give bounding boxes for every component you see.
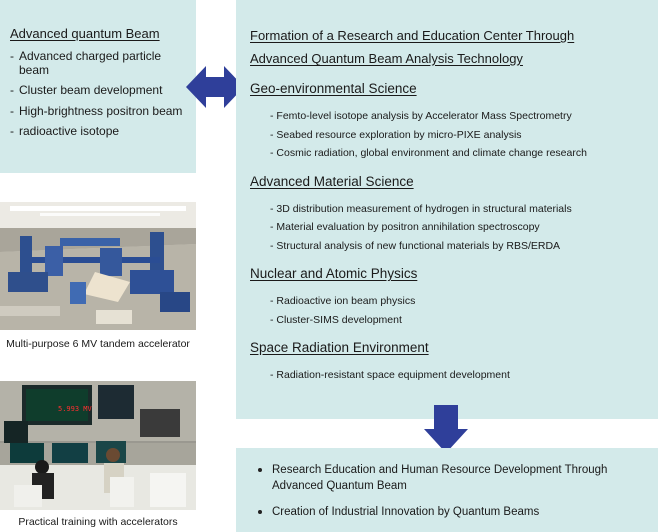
beam-item: High-brightness positron beam [10,104,188,119]
double-arrow-icon [186,66,244,108]
section-item: Cluster-SIMS development [270,311,648,330]
accelerator-hall-photo [0,202,196,330]
control-room-photo: 5.993 MV [0,381,196,510]
monitor-readout: 5.993 MV [58,405,93,413]
section-nuclear-atomic: Nuclear and Atomic Physics Radioactive i… [250,265,648,329]
section-item: Structural analysis of new functional ma… [270,237,648,256]
section-list: Radiation-resistant space equipment deve… [250,366,648,385]
section-item: 3D distribution measurement of hydrogen … [270,200,648,219]
research-panel: Formation of a Research and Education Ce… [236,0,658,419]
outcome-item: Creation of Industrial Innovation by Qua… [258,504,648,520]
section-title: Space Radiation Environment [250,340,429,355]
section-item: Femto-level isotope analysis by Accelera… [270,107,648,126]
section-item: Material evaluation by positron annihila… [270,218,648,237]
down-arrow-icon [424,405,468,453]
outcome-list: Research Education and Human Resource De… [258,462,648,520]
section-advanced-material: Advanced Material Science 3D distributio… [250,173,648,256]
beam-item: Cluster beam development [10,83,188,98]
control-room-caption: Practical training with accelerators [18,516,178,528]
section-list: Radioactive ion beam physics Cluster-SIM… [250,292,648,329]
beam-panel-title: Advanced quantum Beam [10,26,160,41]
section-item: Seabed resource exploration by micro-PIX… [270,126,648,145]
beam-panel: Advanced quantum Beam Advanced charged p… [0,0,196,173]
outcome-item: Research Education and Human Resource De… [258,462,648,494]
section-geo-environmental: Geo-environmental Science Femto-level is… [250,80,648,163]
section-list: 3D distribution measurement of hydrogen … [250,200,648,256]
outcome-panel: Research Education and Human Resource De… [236,448,658,532]
research-title-line1: Formation of a Research and Education Ce… [250,28,575,43]
accelerator-caption: Multi-purpose 6 MV tandem accelerator [6,338,190,350]
beam-list: Advanced charged particle beam Cluster b… [10,49,188,139]
section-item: Cosmic radiation, global environment and… [270,144,648,163]
research-title-line2: Advanced Quantum Beam Analysis Technolog… [250,51,523,66]
section-item: Radioactive ion beam physics [270,292,648,311]
section-space-radiation: Space Radiation Environment Radiation-re… [250,339,648,385]
section-title: Advanced Material Science [250,173,414,189]
section-item: Radiation-resistant space equipment deve… [270,366,648,385]
beam-item: radioactive isotope [10,124,188,139]
section-title: Nuclear and Atomic Physics [250,266,418,281]
section-title: Geo-environmental Science [250,81,417,96]
beam-item: Advanced charged particle beam [10,49,188,77]
section-list: Femto-level isotope analysis by Accelera… [250,107,648,163]
